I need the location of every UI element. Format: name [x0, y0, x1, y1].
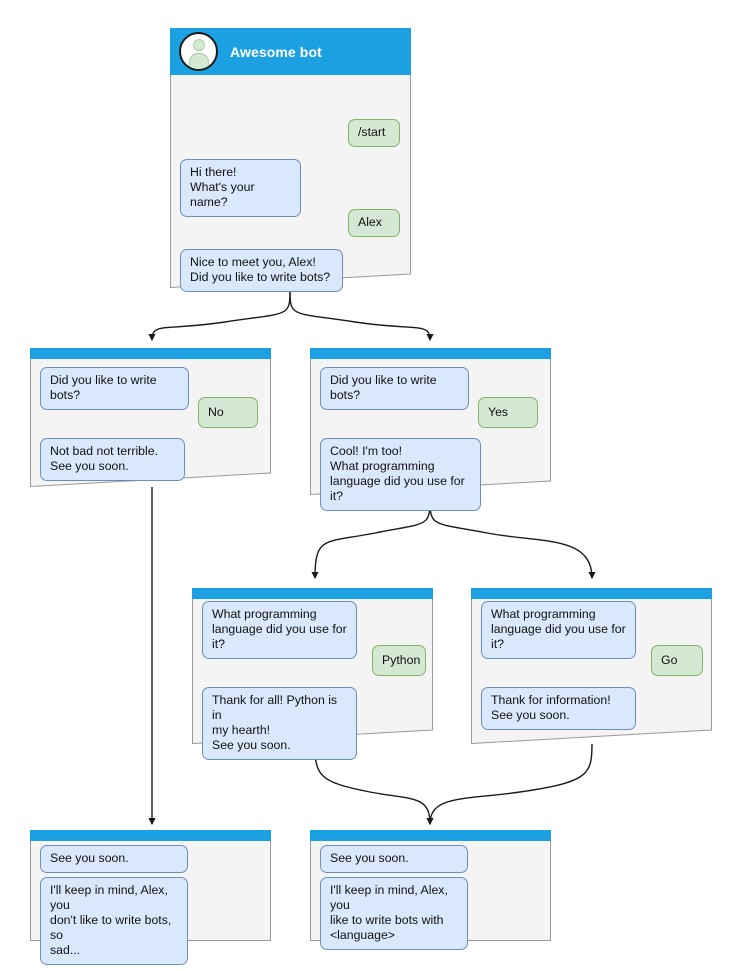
message-bubble-bot: Did you like to write bots?: [320, 367, 469, 410]
message-bubble-user: Yes: [478, 397, 538, 428]
message-bubble-bot: Hi there! What's your name?: [180, 159, 301, 217]
card-end-sad[interactable]: See you soon. I'll keep in mind, Alex, y…: [30, 830, 271, 965]
card-no-branch[interactable]: Did you like to write bots? No Not bad n…: [30, 348, 271, 487]
message-bubble-bot: What programming language did you use fo…: [202, 601, 357, 659]
message-bubble-bot: See you soon.: [320, 845, 468, 873]
edge-go-to-end-happy: [426, 743, 593, 826]
message-bubble-user: No: [198, 397, 258, 428]
message-bubble-bot: What programming language did you use fo…: [481, 601, 636, 659]
message-bubble-user: Go: [651, 645, 703, 676]
message-bubble-bot: See you soon.: [40, 845, 188, 873]
card-python-branch[interactable]: What programming language did you use fo…: [192, 588, 433, 760]
message-bubble-user: Python: [372, 645, 426, 676]
card-root[interactable]: Awesome bot /start Hi there! What's your…: [170, 28, 411, 292]
card-end-happy[interactable]: See you soon. I'll keep in mind, Alex, y…: [310, 830, 551, 950]
card-header-bar: [30, 348, 271, 359]
message-bubble-user: /start: [348, 119, 400, 147]
card-header-bar: [310, 348, 551, 359]
card-header-bar: [471, 588, 712, 599]
card-header-root: Awesome bot: [170, 28, 411, 75]
message-bubble-bot: Not bad not terrible. See you soon.: [40, 438, 185, 481]
message-bubble-bot: I'll keep in mind, Alex, you like to wri…: [320, 877, 468, 950]
message-bubble-bot: Did you like to write bots?: [40, 367, 189, 410]
card-header-bar: [30, 830, 271, 841]
card-header-bar: [310, 830, 551, 841]
card-header-bar: [192, 588, 433, 599]
card-title-root: Awesome bot: [230, 43, 322, 60]
message-bubble-bot: Thank for all! Python is in my hearth! S…: [202, 687, 357, 760]
edge-root-to-yes: [289, 287, 434, 342]
message-bubble-bot: Nice to meet you, Alex! Did you like to …: [180, 249, 343, 292]
message-bubble-user: Alex: [348, 209, 400, 237]
message-bubble-bot: Thank for information! See you soon.: [481, 687, 636, 730]
message-bubble-bot: Cool! I'm too! What programming language…: [320, 438, 481, 511]
card-go-branch[interactable]: What programming language did you use fo…: [471, 588, 712, 744]
person-avatar-icon: [179, 32, 218, 71]
edge-root-to-no: [148, 287, 291, 342]
card-yes-branch[interactable]: Did you like to write bots? Yes Cool! I'…: [310, 348, 551, 511]
message-bubble-bot: I'll keep in mind, Alex, you don't like …: [40, 877, 188, 965]
